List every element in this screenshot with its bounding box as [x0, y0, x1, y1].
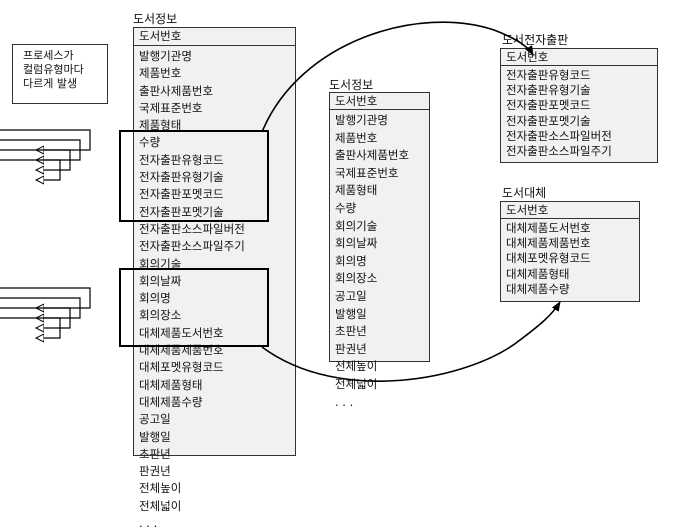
entity-info-key: 도서번호 [330, 93, 429, 110]
process-note: 프로세스가 컬럼유형마다 다르게 발생 [12, 44, 108, 104]
entity-field: 전자출판포멧코드 [139, 187, 224, 202]
note-line: 프로세스가 [23, 49, 74, 62]
entity-main-key: 도서번호 [134, 28, 295, 46]
entity-alt-title: 도서대체 [502, 186, 547, 200]
entity-field: 제품번호 [335, 130, 378, 145]
entity-field: 전자출판유형코드 [506, 68, 591, 82]
entity-field: 전체높이 [335, 359, 378, 374]
entity-field: 대체제품수량 [139, 394, 203, 409]
entity-field: 판권년 [335, 341, 367, 356]
epub-group-box [119, 130, 269, 222]
entity-field: 초판년 [139, 446, 171, 461]
entity-field: 대체포멧유형코드 [506, 251, 591, 266]
arrow-to-epub [261, 21, 534, 133]
entity-field: 판권년 [139, 464, 171, 479]
entity-field: 전자출판포멧기술 [139, 204, 224, 219]
entity-field: 전자출판포멧기술 [506, 113, 591, 128]
entity-field: 전체넓이 [139, 498, 182, 513]
process-arrows-epub [0, 129, 91, 180]
entity-field: 대체제품제품번호 [506, 236, 591, 251]
entity-field: 발행기관명 [139, 49, 192, 63]
entity-field: 제품번호 [139, 66, 182, 81]
diagram-connectors [0, 21, 561, 382]
entity-field: 대체제품형태 [139, 377, 203, 392]
entity-field: . . . [335, 394, 354, 409]
note-line: 다르게 발생 [23, 77, 78, 90]
entity-field: 출판사제품번호 [139, 83, 214, 98]
entity-field: 대체제품도서번호 [139, 325, 224, 340]
entity-field: 발행일 [335, 306, 367, 321]
arrow-to-alt [261, 301, 561, 382]
entity-field: 회의명 [335, 253, 367, 268]
entity-field: 회의기술 [139, 256, 182, 271]
entity-field: 전자출판유형기술 [506, 83, 591, 98]
entity-field: 전자출판소스파일주기 [139, 239, 245, 254]
entity-epub-title: 도서전자출판 [502, 33, 569, 47]
entity-field: 회의장소 [139, 308, 182, 323]
entity-field: 회의장소 [335, 271, 378, 286]
entity-alt-key: 도서번호 [501, 202, 639, 219]
entity-field: 대체제품형태 [506, 266, 570, 281]
entity-field: 전자출판유형코드 [139, 152, 224, 167]
entity-field: 국제표준번호 [335, 165, 399, 180]
entity-field: 전체높이 [139, 481, 182, 496]
entity-field: 대체제품도서번호 [506, 221, 591, 235]
note-line: 컬럼유형마다 [23, 63, 84, 76]
entity-field: 대체제품수량 [506, 281, 570, 296]
entity-field: 제품형태 [139, 118, 182, 133]
entity-field: 초판년 [335, 324, 367, 339]
entity-field: 회의기술 [335, 218, 378, 233]
entity-field: 전자출판포멧코드 [506, 98, 591, 113]
entity-field: . . . [139, 516, 158, 531]
entity-field: 출판사제품번호 [335, 148, 410, 163]
entity-field: 수량 [139, 135, 161, 150]
entity-field: 전자출판소스파일버전 [139, 221, 245, 236]
entity-field: 전자출판소스파일버전 [506, 128, 612, 143]
entity-info-title: 도서정보 [329, 78, 374, 92]
entity-epub-key: 도서번호 [501, 49, 657, 66]
entity-field: 수량 [335, 200, 357, 215]
entity-field: 대체포멧유형코드 [139, 360, 224, 375]
entity-field: 발행기관명 [335, 113, 388, 127]
entity-field: 제품형태 [335, 183, 378, 198]
process-arrows-alt [0, 287, 91, 338]
entity-field: 전자출판소스파일주기 [506, 144, 612, 159]
entity-field: 회의명 [139, 291, 171, 306]
entity-field: 전자출판유형기술 [139, 170, 224, 185]
entity-field: 회의날짜 [335, 236, 378, 251]
entity-field: 발행일 [139, 429, 171, 444]
entity-field: 회의날짜 [139, 273, 182, 288]
entity-field: 공고일 [335, 288, 367, 303]
entity-main-title: 도서정보 [133, 12, 178, 26]
entity-field: 공고일 [139, 412, 171, 427]
alt-group-box [119, 268, 269, 347]
entity-field: 국제표준번호 [139, 100, 203, 115]
